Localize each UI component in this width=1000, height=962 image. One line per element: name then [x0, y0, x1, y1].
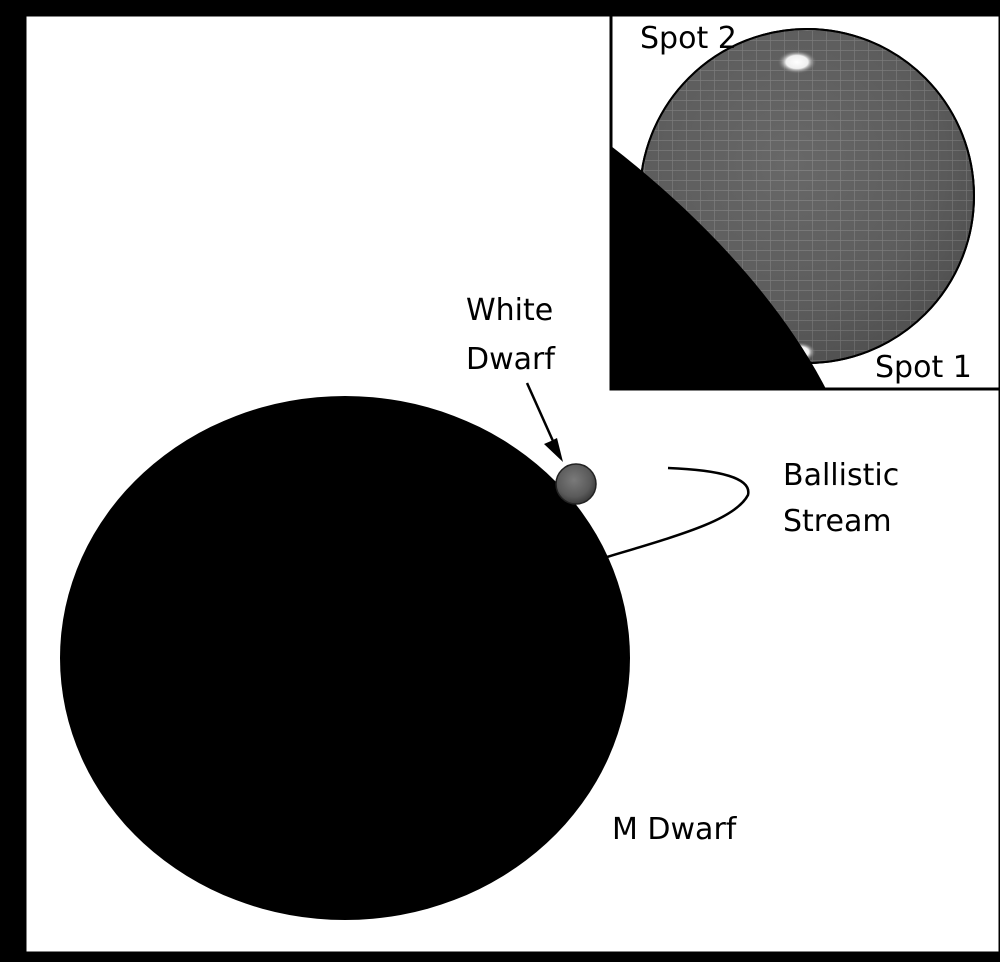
- white-dwarf-label-line1: White: [466, 293, 553, 328]
- spot-1-label: Spot 1: [875, 350, 972, 385]
- m-dwarf-star: [60, 396, 630, 920]
- spot-2-label: Spot 2: [640, 21, 737, 56]
- m-dwarf-label: M Dwarf: [612, 812, 738, 847]
- spot-2-marker: [777, 50, 817, 74]
- inset-panel: [611, 15, 1000, 389]
- ballistic-stream-label-line2: Stream: [783, 504, 892, 539]
- white-dwarf-label-line2: Dwarf: [466, 342, 556, 377]
- ballistic-stream-label-line1: Ballistic: [783, 458, 899, 493]
- white-dwarf-small: [556, 464, 596, 504]
